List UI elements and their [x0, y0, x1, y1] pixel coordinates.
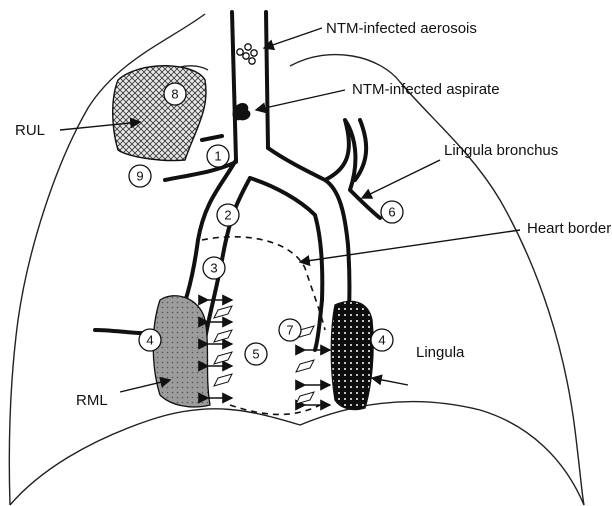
rml-lesion: [153, 296, 210, 407]
svg-text:9: 9: [136, 169, 143, 184]
aerosol-particles: [237, 44, 257, 64]
svg-text:7: 7: [286, 323, 293, 338]
svg-text:8: 8: [171, 87, 178, 102]
left-main-bronchus: [268, 148, 350, 325]
svg-text:3: 3: [210, 261, 217, 276]
lingula-lesion: [331, 301, 373, 409]
label-lingula-bronchus: Lingula bronchus: [444, 142, 558, 159]
svg-text:6: 6: [388, 205, 395, 220]
marker-2: 2: [217, 204, 239, 226]
lingula-bronchus-path: [325, 120, 380, 218]
label-heart-border: Heart border: [527, 220, 611, 237]
marker-8: 8: [164, 83, 186, 105]
marker-4-left: 4: [371, 329, 393, 351]
label-lingula: Lingula: [416, 344, 465, 361]
marker-6: 5: [245, 343, 267, 365]
marker-4-right: 4: [139, 329, 161, 351]
marker-5: 6: [381, 201, 403, 223]
callout-aspirate: [256, 90, 345, 110]
label-aspirate: NTM-infected aspirate: [352, 81, 500, 98]
trachea-left-wall: [232, 12, 236, 160]
svg-text:2: 2: [224, 208, 231, 223]
callout-aerosols: [264, 28, 322, 48]
svg-text:4: 4: [146, 333, 153, 348]
svg-text:5: 5: [252, 347, 259, 362]
marker-7: 7: [279, 319, 301, 341]
rul-lesion: [113, 66, 206, 161]
label-aerosols: NTM-infected aerosois: [326, 20, 477, 37]
callout-heart-border: [300, 230, 520, 262]
marker-3: 3: [203, 257, 225, 279]
label-rul: RUL: [15, 122, 45, 139]
svg-text:1: 1: [214, 149, 221, 164]
callout-lingula-bronchus: [362, 160, 440, 198]
callout-lingula: [372, 378, 408, 385]
marker-9: 9: [129, 165, 151, 187]
svg-text:4: 4: [378, 333, 385, 348]
diaphragm-outline: [10, 402, 584, 505]
marker-1: 1: [207, 145, 229, 167]
right-upper-stub: [202, 136, 222, 140]
heart-bottom-dashed: [230, 405, 320, 414]
trachea-right-wall: [266, 12, 268, 148]
left-lung-outline: [290, 55, 584, 505]
label-rml: RML: [76, 392, 108, 409]
